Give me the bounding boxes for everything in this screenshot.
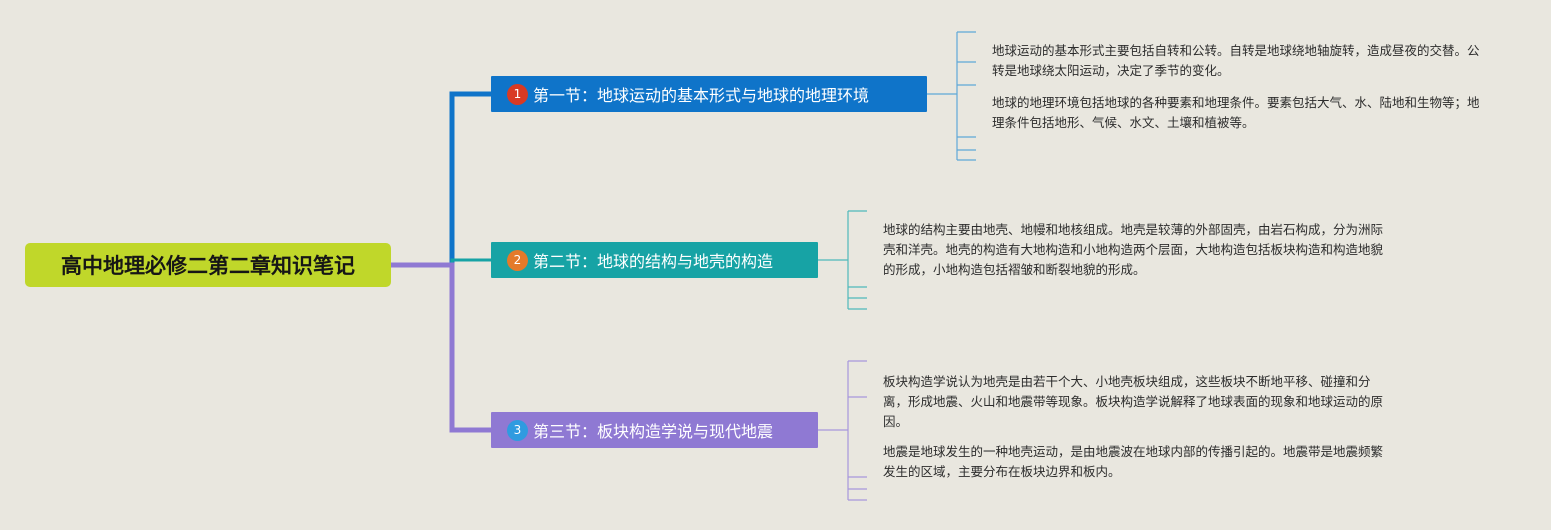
branch-topic-1[interactable]: 1 第一节：地球运动的基本形式与地球的地理环境	[491, 76, 927, 112]
bracket-branch-1	[927, 31, 976, 161]
note-earthquakes[interactable]: 地震是地球发生的一种地壳运动，是由地震波在地球内部的传播引起的。地震带是地震频繁…	[883, 444, 1384, 479]
branch-topic-3[interactable]: 3 第三节：板块构造学说与现代地震	[491, 412, 818, 448]
root-topic-title: 高中地理必修二第二章知识笔记	[61, 254, 355, 278]
number-badge-1: 1	[507, 83, 528, 105]
branch-topic-1-title: 第一节：地球运动的基本形式与地球的地理环境	[533, 86, 870, 105]
bracket-branch-3	[818, 360, 867, 501]
branch-topic-2[interactable]: 2 第二节：地球的结构与地壳的构造	[491, 242, 818, 278]
connector-root-branch-3	[391, 262, 491, 433]
note-earth-structure[interactable]: 地球的结构主要由地壳、地幔和地核组成。地壳是较薄的外部固壳，由岩石构成，分为洲际…	[883, 222, 1384, 277]
note-earth-motion[interactable]: 地球运动的基本形式主要包括自转和公转。自转是地球绕地轴旋转，造成昼夜的交替。公转…	[992, 43, 1480, 78]
number-badge-2: 2	[507, 249, 528, 271]
note-geographic-environment[interactable]: 地球的地理环境包括地球的各种要素和地理条件。要素包括大气、水、陆地和生物等；地理…	[992, 95, 1480, 130]
number-badge-3: 3	[507, 419, 528, 441]
branch-topic-2-title: 第二节：地球的结构与地壳的构造	[533, 252, 774, 271]
branch-topic-3-title: 第三节：板块构造学说与现代地震	[533, 422, 774, 441]
root-topic[interactable]: 高中地理必修二第二章知识笔记	[25, 243, 391, 287]
connector-root-branch-1	[391, 91, 491, 268]
bracket-branch-2	[818, 210, 867, 310]
note-plate-tectonics[interactable]: 板块构造学说认为地壳是由若干个大、小地壳板块组成，这些板块不断地平移、碰撞和分离…	[883, 374, 1384, 429]
